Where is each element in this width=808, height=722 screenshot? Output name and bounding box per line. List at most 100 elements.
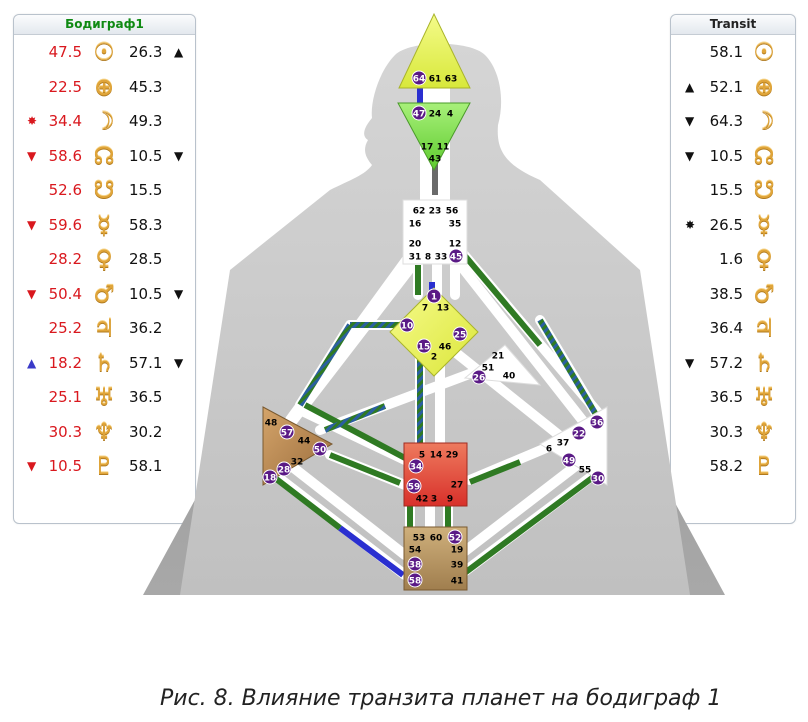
personality-value: 10.5 <box>129 284 163 303</box>
active-gate-marker <box>589 414 605 430</box>
transit-marker: ▲ <box>685 79 695 94</box>
gate-number: 62 <box>413 207 426 217</box>
active-gate-marker <box>407 556 423 572</box>
planet-row: 28.2♀28.5 <box>14 242 195 276</box>
design-value: 25.2 <box>48 319 82 337</box>
design-value: 52.6 <box>48 181 82 199</box>
active-gate-marker <box>399 317 415 333</box>
gate-number: 17 <box>421 143 434 153</box>
active-gate-marker <box>448 248 464 264</box>
personality-marker: ▲ <box>174 45 184 59</box>
transit-row: 15.5☋ <box>671 173 795 207</box>
gate-number: 23 <box>429 207 442 217</box>
gate-number: 49 <box>563 457 576 467</box>
personality-value: 30.2 <box>129 422 163 441</box>
gate-number: 24 <box>429 110 442 120</box>
gate-number: 22 <box>573 430 586 440</box>
design-value: 28.2 <box>48 250 82 268</box>
gate-number: 9 <box>447 495 453 505</box>
panel-title-transit: Transit <box>671 15 795 35</box>
transit-row: ▼57.2♄ <box>671 346 795 380</box>
gate-number: 6 <box>546 445 552 455</box>
transit-marker: ▼ <box>685 114 695 128</box>
gate-number: 29 <box>446 451 459 461</box>
gate-number: 59 <box>408 483 421 493</box>
active-gate-marker <box>407 572 423 588</box>
sacral-center <box>403 442 468 507</box>
transit-row: ▼10.5☊ <box>671 139 795 173</box>
gate-number: 8 <box>425 253 431 263</box>
transit-row: 58.1 ☉ <box>671 35 795 69</box>
transit-value: 38.5 <box>709 284 743 303</box>
transit-value: 15.5 <box>709 181 743 199</box>
gate-number: 33 <box>435 253 448 263</box>
transit-value: 58.2 <box>709 457 743 475</box>
venus-icon: ♀ <box>95 245 113 273</box>
transit-marker: ✸ <box>685 217 696 232</box>
transit-value: 52.1 <box>709 77 743 96</box>
gate-number: 30 <box>592 475 605 485</box>
transit-row: 36.4 ♃ <box>671 311 795 345</box>
transit-row: 36.5♅ <box>671 380 795 414</box>
south-node-icon: ☋ <box>93 176 115 204</box>
transit-row: 58.2♇ <box>671 449 795 483</box>
g-center <box>389 287 479 377</box>
jupiter-icon: ♃ <box>753 314 775 342</box>
gate-number: 31 <box>409 253 422 263</box>
gate-number: 37 <box>557 439 570 449</box>
gate-number: 48 <box>265 419 278 429</box>
active-gate-marker <box>561 452 577 468</box>
design-marker: ▼ <box>27 286 37 301</box>
gate-number: 61 <box>429 75 442 85</box>
saturn-icon: ♄ <box>753 348 775 377</box>
gate-number: 40 <box>503 372 516 382</box>
design-marker: ▲ <box>27 355 37 370</box>
moon-icon: ☽ <box>753 107 775 135</box>
transit-value: 1.6 <box>719 250 743 268</box>
uranus-icon: ♅ <box>93 383 115 411</box>
north-node-icon: ☊ <box>753 141 775 170</box>
gate-number: 64 <box>413 75 426 85</box>
transit-value: 58.1 <box>709 43 743 61</box>
gate-number: 20 <box>409 240 422 250</box>
sun-icon: ☉ <box>753 38 775 66</box>
head-center <box>398 12 471 89</box>
planet-row: ▲18.2♄57.1▼ <box>14 346 195 380</box>
transit-value: 36.4 <box>709 319 743 337</box>
planet-row: ▼58.6☊10.5▼ <box>14 139 195 173</box>
panel-title-bodygraph: Бодиграф1 <box>14 15 195 35</box>
figure-caption: Рис. 8. Влияние транзита планет на бодиг… <box>160 686 722 711</box>
earth-icon: ⊕ <box>753 72 775 101</box>
personality-marker: ▼ <box>174 355 184 370</box>
gate-number: 54 <box>409 546 422 556</box>
gate-number: 58 <box>409 577 422 587</box>
transit-value: 10.5 <box>709 146 743 165</box>
gate-number: 38 <box>409 561 422 571</box>
design-value: 59.6 <box>48 215 82 234</box>
gate-number: 47 <box>413 110 426 120</box>
active-gate-marker <box>471 369 487 385</box>
jupiter-icon: ♃ <box>93 314 115 342</box>
gate-number: 55 <box>579 466 592 476</box>
personality-marker: ▼ <box>174 148 184 163</box>
gate-number: 60 <box>430 534 443 544</box>
transit-row: 1.6♀ <box>671 242 795 276</box>
personality-value: 45.3 <box>129 77 163 96</box>
transit-panel: Transit 58.1☉▲52.1⊕▼64.3☽▼10.5☊15.5☋✸26.… <box>670 14 796 524</box>
active-gate-marker <box>590 470 606 486</box>
planet-row: ▼59.6☿58.3 <box>14 208 195 242</box>
gate-number: 41 <box>451 577 464 587</box>
gate-number: 11 <box>437 143 450 153</box>
gate-number: 45 <box>450 253 463 263</box>
design-value: 25.1 <box>48 388 82 406</box>
personality-value: 58.1 <box>129 457 163 475</box>
gate-number: 39 <box>451 561 464 571</box>
gate-number: 25 <box>454 331 467 341</box>
planet-row: ▼50.4♂10.5▼ <box>14 277 195 311</box>
active-gate-marker <box>312 441 328 457</box>
design-marker: ▼ <box>27 148 37 163</box>
active-gate-marker <box>262 469 278 485</box>
transit-row: 30.3♆ <box>671 415 795 449</box>
gate-number: 26 <box>473 374 486 384</box>
